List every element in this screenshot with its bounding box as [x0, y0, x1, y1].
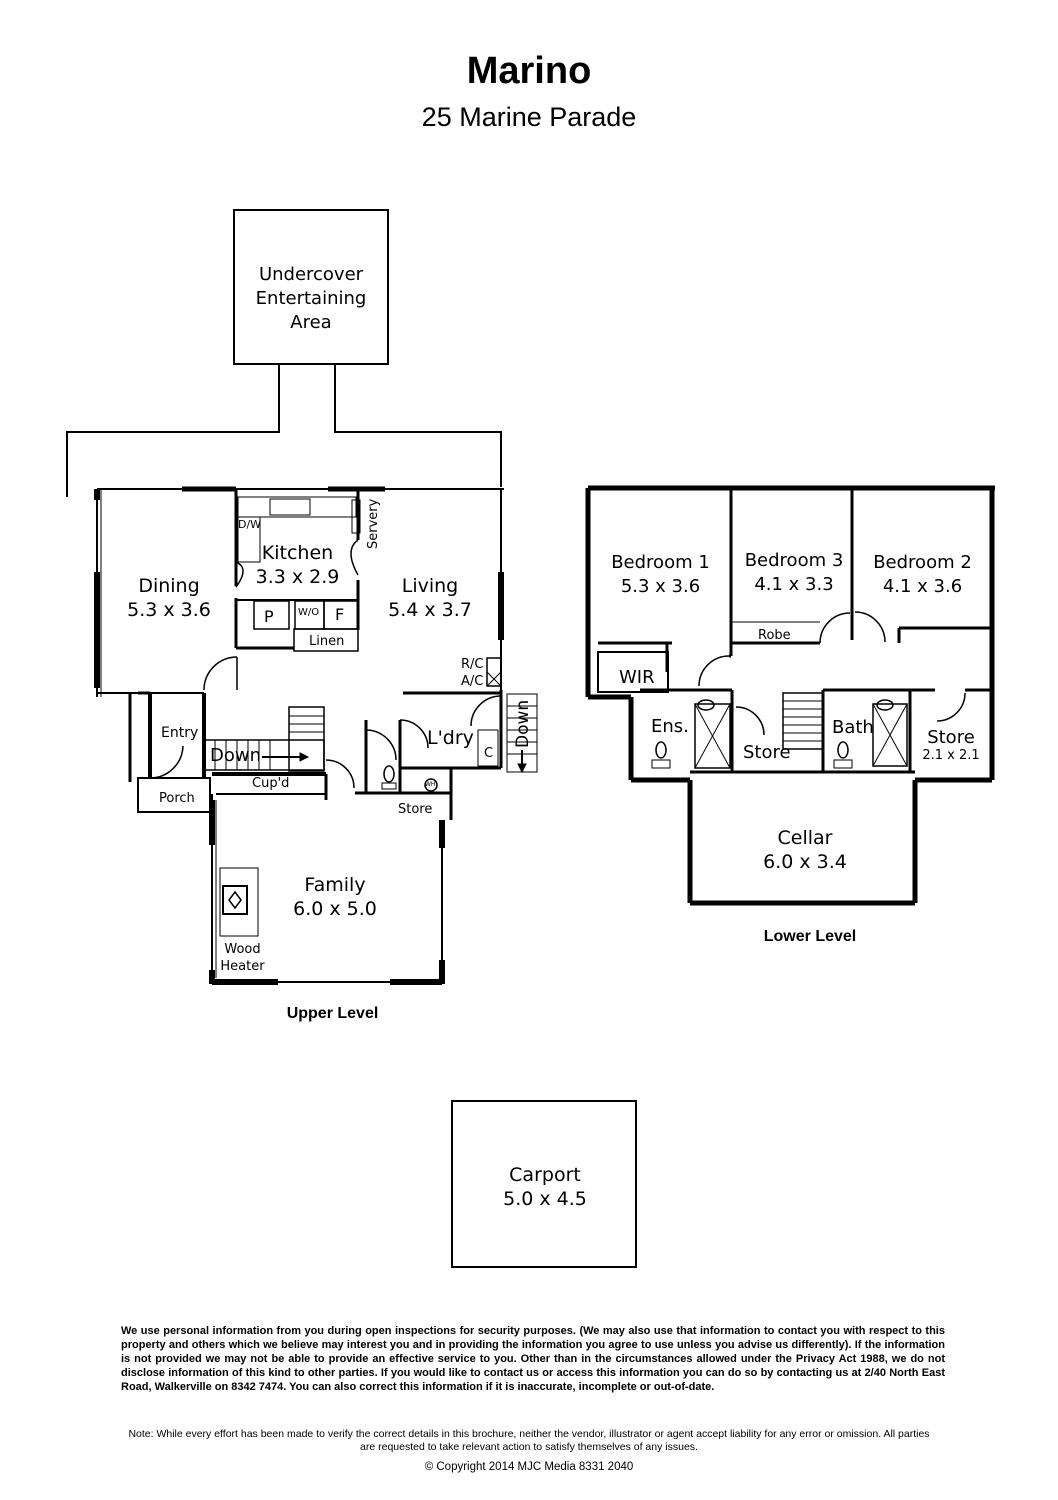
- store-lower-label: Store: [743, 742, 791, 763]
- deck-outline-right: [334, 364, 502, 487]
- entry-label: Entry: [161, 725, 199, 741]
- room-carport: Carport 5.0 x 4.5: [503, 1164, 587, 1210]
- laundry-label: L'dry: [427, 727, 474, 749]
- cupboard-c-label: C: [484, 746, 494, 761]
- servery-label: Servery: [366, 498, 381, 549]
- room-store-lower-right: Store 2.1 x 2.1: [922, 727, 980, 764]
- dishwasher-label: D/W: [238, 518, 262, 531]
- room-living: Living 5.4 x 3.7: [388, 575, 472, 621]
- porch-label: Porch: [159, 791, 195, 806]
- stairs-down-label: Down: [210, 745, 262, 766]
- water-heater-label: WH: [425, 781, 436, 788]
- fridge-label: F: [335, 605, 345, 624]
- wo-label: W/O: [298, 607, 320, 618]
- bath-label: Bath: [832, 717, 874, 738]
- rc-label: R/C: [461, 657, 484, 672]
- room-family: Family 6.0 x 5.0: [293, 874, 377, 920]
- upper-level-caption: Upper Level: [286, 1005, 379, 1022]
- undercover-label: Undercover Entertaining Area: [255, 264, 367, 333]
- room-cellar: Cellar 6.0 x 3.4: [763, 827, 847, 873]
- plan-title: Marino: [466, 50, 592, 92]
- plan-address: 25 Marine Parade: [421, 102, 637, 132]
- store-upper-label: Store: [398, 802, 433, 817]
- external-stairs-down-label: Down: [513, 699, 533, 748]
- pantry-label: P: [264, 607, 274, 626]
- room-dining: Dining 5.3 x 3.6: [127, 575, 211, 621]
- ac-label: A/C: [461, 674, 484, 689]
- room-bedroom-2: Bedroom 2 4.1 x 3.6: [873, 552, 972, 597]
- ensuite-label: Ens.: [651, 716, 689, 737]
- wir-label: WIR: [619, 667, 655, 688]
- linen-label: Linen: [309, 634, 345, 649]
- copyright-notice: © Copyright 2014 MJC Media 8331 2040: [424, 1461, 634, 1473]
- robe-label: Robe: [758, 628, 791, 643]
- room-bedroom-3: Bedroom 3 4.1 x 3.3: [744, 550, 844, 595]
- room-kitchen: Kitchen 3.3 x 2.9: [255, 542, 340, 588]
- deck-outline: [66, 364, 280, 497]
- wood-heater-label: Wood Heater: [220, 942, 265, 974]
- room-bedroom-1: Bedroom 1 5.3 x 3.6: [611, 552, 710, 597]
- privacy-disclaimer: We use personal information from you dur…: [121, 1325, 945, 1393]
- lower-level-caption: Lower Level: [763, 928, 857, 945]
- carport-outline: [451, 1100, 637, 1268]
- cupboard-label: Cup'd: [252, 776, 290, 791]
- accuracy-note: Note: While every effort has been made t…: [128, 1428, 930, 1453]
- undercover-area-outline: [233, 209, 389, 365]
